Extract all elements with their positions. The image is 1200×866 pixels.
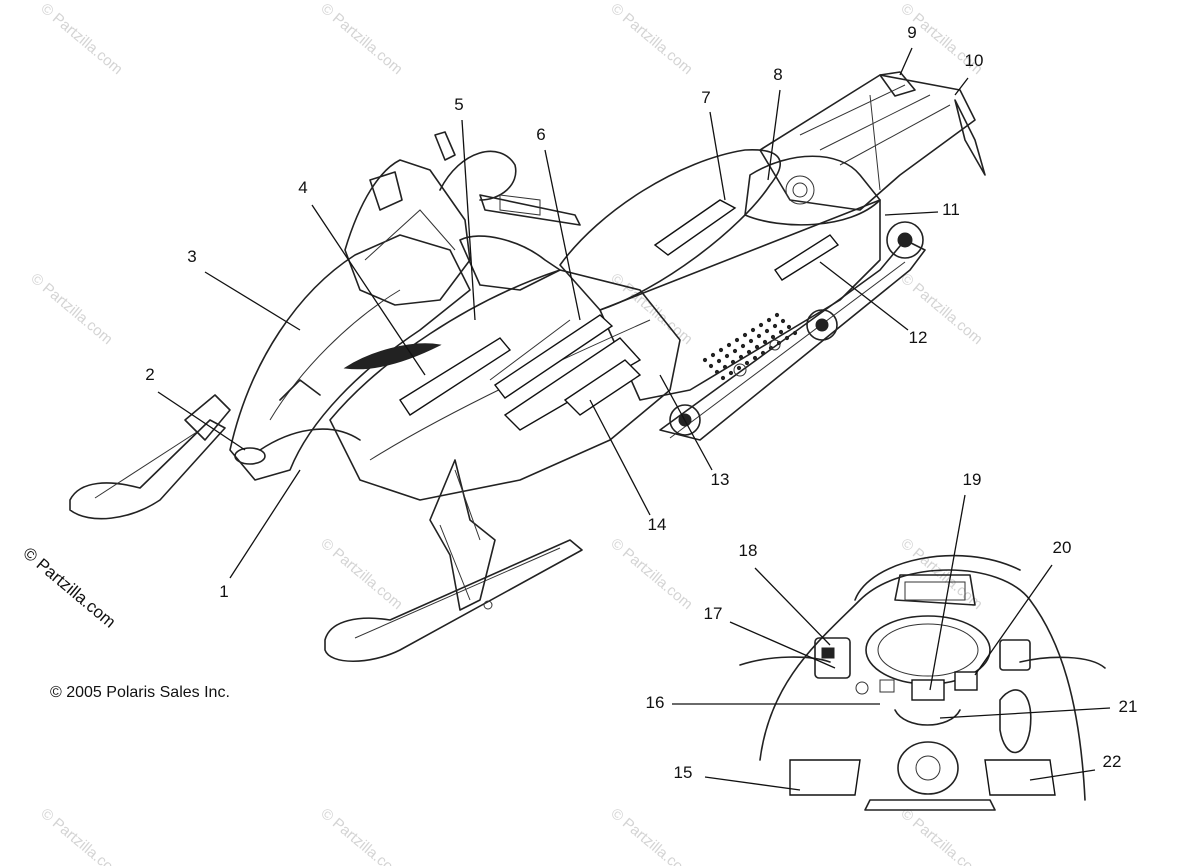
vent-dot	[764, 328, 770, 334]
vent-dot	[710, 352, 716, 358]
vent-dot	[742, 332, 748, 338]
callout-5: 5	[454, 95, 463, 114]
vent-dot	[750, 327, 756, 333]
callout-20: 20	[1053, 538, 1072, 557]
watermark-text: © Partzilla.com	[317, 0, 405, 78]
leader-line-7	[709, 111, 726, 201]
watermark-text: © Partzilla.com	[317, 535, 405, 613]
callout-22: 22	[1103, 752, 1122, 771]
vent-dot	[702, 357, 708, 363]
vent-dot	[770, 334, 776, 340]
tunnel-vent-dots	[702, 312, 798, 381]
vent-dot	[766, 317, 772, 323]
vent-dot	[762, 339, 768, 345]
watermark-text: © Partzilla.com	[27, 270, 115, 348]
leader-line-11	[884, 211, 939, 216]
watermark-text: © Partzilla.com	[37, 0, 125, 78]
vent-dot	[736, 365, 742, 371]
vent-dot	[724, 353, 730, 359]
callout-8: 8	[773, 65, 782, 84]
leader-line-3	[204, 271, 301, 331]
vent-dot	[738, 354, 744, 360]
vent-dot	[720, 375, 726, 381]
leader-line-18	[754, 567, 831, 646]
vent-dot	[746, 349, 752, 355]
leader-line-20	[974, 564, 1053, 676]
vent-dot	[726, 342, 732, 348]
leader-line-22	[1029, 769, 1096, 781]
callout-14: 14	[648, 515, 667, 534]
leader-line-5	[461, 119, 476, 321]
leader-line-13	[659, 374, 713, 471]
callout-21: 21	[1119, 697, 1138, 716]
watermark-text: © Partzilla.com	[607, 535, 695, 613]
watermark-layer: © Partzilla.com © Partzilla.com © Partzill…	[19, 0, 985, 866]
vent-dot	[752, 355, 758, 361]
vent-dot	[708, 363, 714, 369]
leader-line-8	[767, 89, 781, 181]
callout-7: 7	[701, 88, 710, 107]
vent-dot	[774, 312, 780, 318]
copyright-text: © 2005 Polaris Sales Inc.	[50, 684, 230, 701]
callout-9: 9	[907, 23, 916, 42]
callout-15: 15	[674, 763, 693, 782]
vent-dot	[744, 360, 750, 366]
callout-13: 13	[711, 470, 730, 489]
leader-line-15	[704, 776, 801, 791]
leader-line-21	[939, 707, 1111, 719]
callout-2: 2	[145, 365, 154, 384]
watermark-text: © Partzilla.com	[607, 805, 695, 866]
vent-dot	[714, 369, 720, 375]
vent-dot	[780, 318, 786, 324]
callout-11: 11	[942, 200, 960, 219]
callout-17: 17	[704, 604, 723, 623]
leader-line-17	[729, 621, 836, 669]
vent-dot	[716, 358, 722, 364]
callout-3: 3	[187, 247, 196, 266]
leader-line-12	[819, 261, 909, 331]
callout-16: 16	[646, 693, 665, 712]
snowmobile-illustration	[69, 71, 986, 663]
cockpit-inset-illustration	[739, 554, 1106, 811]
vent-dot	[732, 348, 738, 354]
leader-line-4	[311, 204, 426, 376]
watermark-text: © Partzilla.com	[897, 805, 985, 866]
watermark-text: © Partzilla.com	[317, 805, 405, 866]
vent-dot	[754, 344, 760, 350]
leader-line-2	[157, 391, 246, 451]
watermark-text: © Partzilla.com	[607, 270, 695, 348]
vent-dot	[740, 343, 746, 349]
watermark-text: © Partzilla.com	[607, 0, 695, 78]
callout-6: 6	[536, 125, 545, 144]
callout-18: 18	[739, 541, 758, 560]
callout-4: 4	[298, 178, 307, 197]
callout-12: 12	[909, 328, 928, 347]
callout-10: 10	[965, 51, 984, 70]
vent-dot	[734, 337, 740, 343]
vent-dot	[772, 323, 778, 329]
vent-dot	[786, 324, 792, 330]
vent-dot	[756, 333, 762, 339]
vent-dot	[728, 370, 734, 376]
leader-line-9	[899, 47, 913, 76]
leader-line-6	[544, 149, 581, 321]
vent-dot	[758, 322, 764, 328]
callout-1: 1	[219, 582, 228, 601]
vent-dot	[730, 359, 736, 365]
callout-19: 19	[963, 470, 982, 489]
vent-dot	[778, 329, 784, 335]
callout-leader-lines	[157, 47, 1111, 791]
leader-line-1	[229, 469, 301, 579]
watermark-text-dark: © Partzilla.com	[19, 544, 119, 632]
leader-line-14	[589, 399, 651, 516]
leader-line-10	[954, 77, 969, 96]
watermark-text: © Partzilla.com	[37, 805, 125, 866]
vent-dot	[718, 347, 724, 353]
leader-line-19	[929, 494, 966, 691]
vent-dot	[722, 364, 728, 370]
vent-dot	[748, 338, 754, 344]
